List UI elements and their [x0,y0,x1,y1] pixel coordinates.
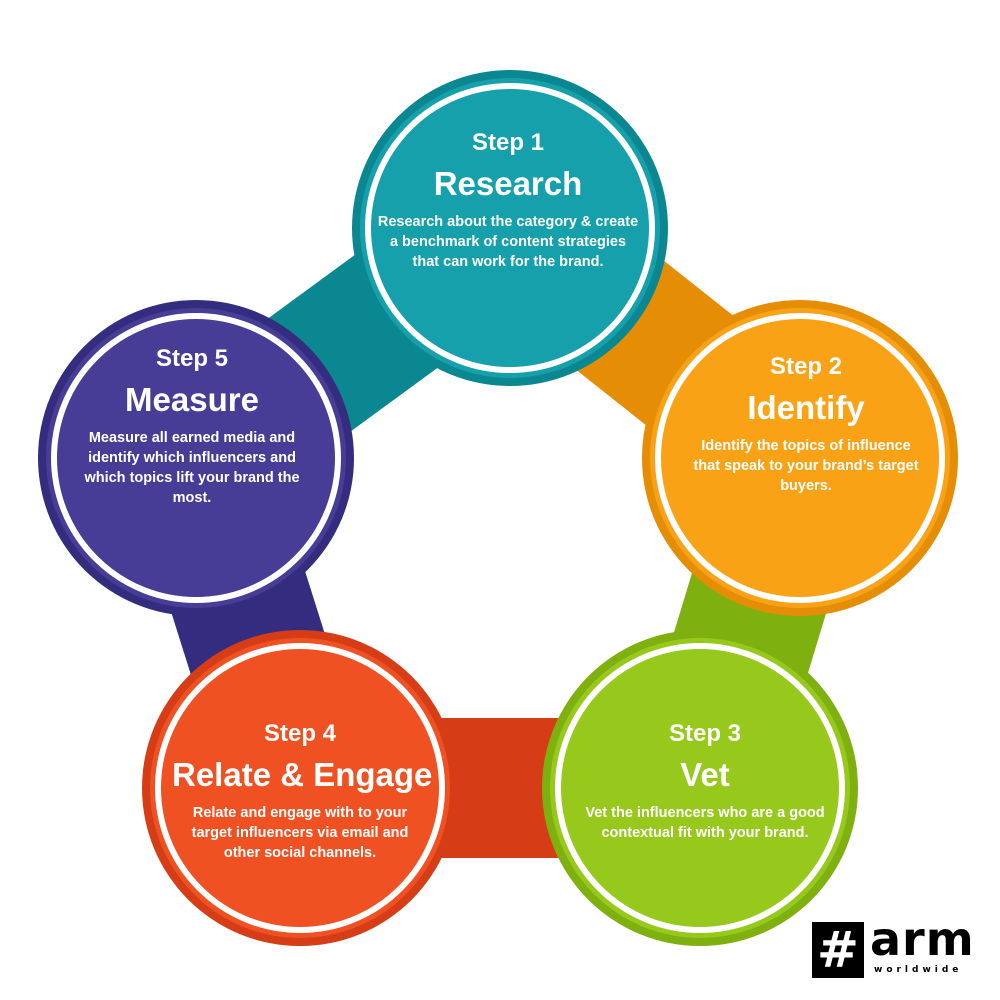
logo-hash-mark: # [817,921,859,979]
step-5-circle-ring [51,313,341,603]
step-3: Step 3 Vet Vet the influencers who are a… [585,719,825,843]
step-1-circle-fill [360,78,660,378]
step-2-label: Step 2 [769,353,843,380]
step-2-circle-ring [655,313,945,603]
logo-hash-box [812,922,864,978]
arm-worldwide-logo: # arm worldwide [812,914,990,984]
step-5-circle-fill [46,308,346,608]
step-5-circle [38,300,354,616]
step-1-title: Research [433,165,583,202]
step-5: Step 5 Measure Measure all earned media … [66,344,318,508]
step-4-circle [142,630,458,946]
step-2-circle [642,300,958,616]
step-3-circle [542,630,858,946]
step-2-description: Identify the topics of influence that sp… [693,438,919,494]
step-1-label: Step 1 [471,129,545,156]
step-3-circle-ring [555,643,845,933]
step-2-circle-fill [650,308,950,608]
step-3-title: Vet [680,756,730,793]
step-5-description: Measure all earned media and identify wh… [84,430,300,506]
step-4-label: Step 4 [263,720,337,747]
logo-wordmark: arm [870,912,975,966]
step-circles [38,70,958,946]
step-3-circle-fill [550,638,850,938]
step-4-circle-fill [150,638,450,938]
step-1: Step 1 Research Research about the categ… [375,128,641,272]
step-4-title: Relate & Engage [172,756,433,793]
step-2-title: Identify [747,389,865,426]
step-5-label: Step 5 [155,345,229,372]
step-1-circle [352,70,668,386]
step-5-title: Measure [125,381,259,418]
step-2: Step 2 Identify Identify the topics of i… [692,352,920,496]
step-3-label: Step 3 [668,720,742,747]
step-4-description: Relate and engage with to your target in… [191,805,409,861]
step-4: Step 4 Relate & Engage Relate and engage… [172,719,433,863]
step-4-circle-ring [155,643,445,933]
step-3-description: Vet the influencers who are a good conte… [585,805,825,841]
logo-tagline: worldwide [874,965,963,975]
step-1-circle-ring [365,83,655,373]
step-1-description: Research about the category & create a b… [377,214,639,270]
